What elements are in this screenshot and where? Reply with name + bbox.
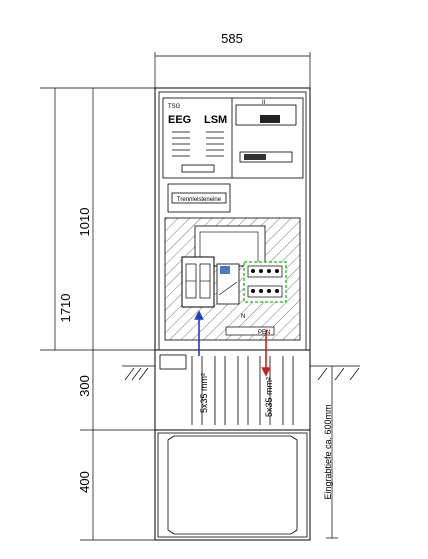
meter-counter [244, 154, 266, 160]
label-ii: II [262, 100, 266, 106]
width-label: 585 [221, 31, 243, 46]
label-pen: PEN [258, 330, 270, 336]
foundation-base [157, 432, 308, 538]
meter-panel: TSG EEG LSM II [162, 97, 304, 179]
lower-height-label: 400 [77, 471, 92, 493]
label-lsm: LSM [204, 114, 227, 126]
label-tsg: TSG [168, 104, 181, 110]
trennleiste-panel: Trennleisteneine [167, 183, 231, 213]
upper-height-label: 1010 [77, 208, 92, 237]
label-eeg: EEG [168, 114, 191, 126]
connection-panel: N PEN [164, 217, 301, 341]
meter-display-bottom [239, 151, 293, 163]
trennleiste-label: Trennleisteneine [177, 197, 222, 203]
surge-indicator [220, 266, 230, 274]
cabinet-outline [154, 87, 311, 541]
meter-terminal-strip [181, 164, 215, 173]
pen-rail [225, 326, 275, 336]
ground-line [122, 365, 360, 381]
dimension-heights: 1710 1010 300 400 [40, 87, 160, 541]
dimension-width: 585 [154, 31, 311, 90]
meter-display-top [235, 104, 297, 126]
cable-chamber [159, 354, 294, 425]
middle-height-label: 300 [77, 375, 92, 397]
burial-depth-label: Eingrabtiefe ca. 600mm [323, 404, 333, 499]
total-height-label: 1710 [58, 294, 73, 323]
meter-vents [172, 131, 224, 157]
main-switch [181, 256, 215, 308]
red-cable-label: 5x35 mm² [264, 377, 274, 417]
burial-depth-dimension: Eingrabtiefe ca. 600mm [323, 366, 338, 539]
meter-display-block [260, 115, 280, 123]
blue-cable-label: 5x35 mm² [199, 373, 209, 413]
label-n: N [241, 314, 245, 320]
